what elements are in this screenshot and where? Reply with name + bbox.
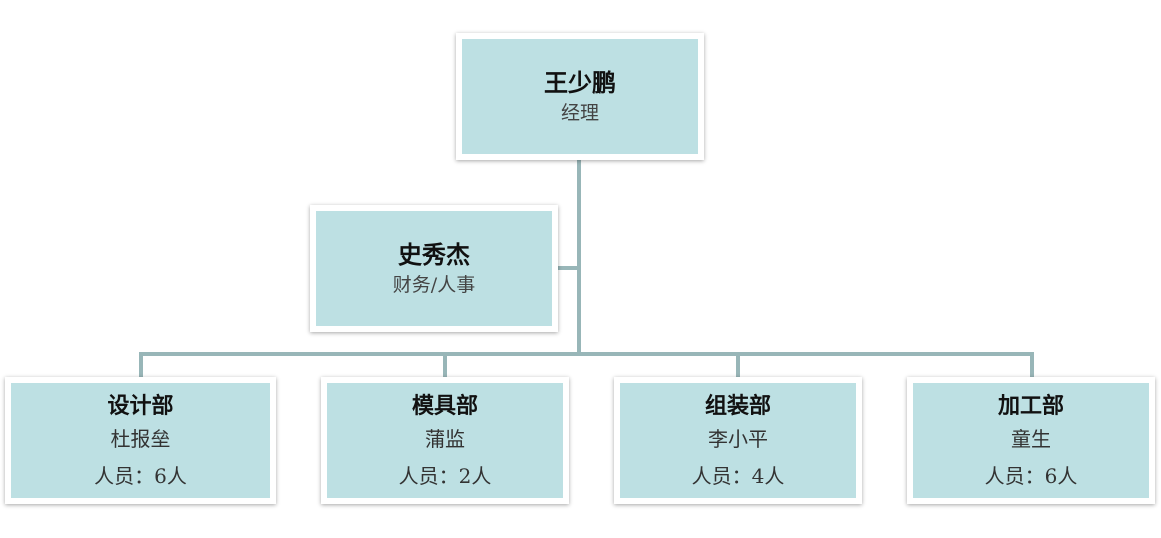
connector-trunk bbox=[577, 158, 581, 356]
assistant-title: 财务/人事 bbox=[392, 273, 476, 296]
connector-drop-machining bbox=[1030, 352, 1034, 380]
assistant-name: 史秀杰 bbox=[398, 239, 470, 269]
department-name: 模具部 bbox=[411, 393, 478, 420]
department-staff-count: 人员：6人 bbox=[94, 463, 187, 488]
department-node-assembly: 组装部 李小平 人员：4人 bbox=[614, 377, 862, 504]
department-node-fill: 加工部 童生 人员：6人 bbox=[913, 383, 1149, 498]
department-name: 加工部 bbox=[997, 393, 1064, 420]
department-node-fill: 模具部 蒲监 人员：2人 bbox=[327, 383, 563, 498]
department-name: 设计部 bbox=[107, 393, 174, 420]
department-node-machining: 加工部 童生 人员：6人 bbox=[907, 377, 1155, 504]
department-staff-count: 人员：4人 bbox=[691, 463, 785, 488]
department-staff-count: 人员：6人 bbox=[984, 463, 1078, 488]
connector-assistant bbox=[556, 266, 581, 270]
department-name: 组装部 bbox=[704, 393, 771, 420]
connector-drop-design bbox=[139, 352, 143, 380]
department-head: 蒲监 bbox=[425, 426, 465, 451]
manager-node: 王少鹏 经理 bbox=[456, 33, 704, 160]
department-node-mold: 模具部 蒲监 人员：2人 bbox=[321, 377, 569, 504]
department-head: 李小平 bbox=[708, 426, 768, 451]
connector-drop-mold bbox=[443, 352, 447, 380]
department-node-fill: 组装部 李小平 人员：4人 bbox=[620, 383, 856, 498]
department-head: 童生 bbox=[1011, 426, 1051, 451]
manager-node-fill: 王少鹏 经理 bbox=[462, 39, 698, 154]
assistant-node-fill: 史秀杰 财务/人事 bbox=[316, 211, 552, 326]
manager-name: 王少鹏 bbox=[544, 67, 616, 97]
department-staff-count: 人员：2人 bbox=[398, 463, 492, 488]
connector-horizontal bbox=[139, 352, 1034, 356]
department-node-fill: 设计部 杜报垒 人员：6人 bbox=[11, 383, 270, 498]
department-head: 杜报垒 bbox=[110, 426, 171, 451]
department-node-design: 设计部 杜报垒 人员：6人 bbox=[5, 377, 276, 504]
assistant-node: 史秀杰 财务/人事 bbox=[310, 205, 558, 332]
connector-drop-assembly bbox=[736, 352, 740, 380]
manager-title: 经理 bbox=[560, 101, 599, 124]
